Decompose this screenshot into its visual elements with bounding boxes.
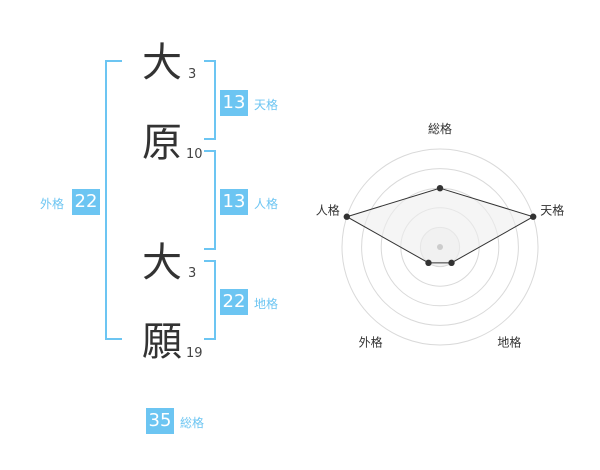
soukaku-label: 総格 [180, 416, 205, 430]
radar-ring [341, 148, 539, 346]
radar-polygon [345, 187, 535, 264]
jinkaku-value-badge: 13 [220, 189, 248, 215]
chikaku-label: 地格 [254, 297, 279, 311]
chikaku-value-badge: 22 [220, 289, 248, 315]
gaikaku-bracket-bottom [105, 338, 122, 340]
gaikaku-label: 外格 [40, 197, 65, 211]
name-char-4: 願 [142, 319, 182, 365]
tenkaku-bracket-bottom [204, 138, 216, 140]
radar-axis-label: 地格 [497, 334, 521, 349]
tenkaku-bracket-vertical [214, 60, 216, 140]
name-char-4-strokes: 19 [186, 346, 203, 361]
chikaku-bracket-bottom [204, 338, 216, 340]
jinkaku-label: 人格 [254, 197, 279, 211]
jinkaku-bracket-vertical [214, 150, 216, 250]
name-char-2-strokes: 10 [186, 147, 203, 162]
radar-point [425, 259, 432, 267]
jinkaku-bracket-top [204, 150, 216, 152]
jinkaku-bracket-bottom [204, 248, 216, 250]
name-char-3: 大 [142, 240, 182, 286]
radar-point [343, 213, 350, 220]
radar-point [436, 185, 444, 192]
gaikaku-bracket-vertical [105, 60, 107, 340]
radar-axis-label: 天格 [540, 203, 564, 218]
radar-point [530, 213, 537, 220]
gaikaku-value-badge: 22 [72, 189, 100, 215]
tenkaku-value-badge: 13 [220, 90, 248, 116]
radar-axis-label: 外格 [359, 334, 383, 349]
name-char-3-strokes: 3 [188, 266, 197, 281]
name-char-1: 大 [142, 40, 182, 86]
radar-axis-label: 人格 [316, 203, 340, 218]
chikaku-bracket-vertical [214, 260, 216, 340]
chikaku-bracket-top [204, 260, 216, 262]
radar-axis-label: 総格 [428, 121, 452, 136]
gaikaku-bracket-top [105, 60, 122, 62]
radar-ring [361, 168, 519, 326]
soukaku-value-badge: 35 [146, 408, 174, 434]
radar-center-dot [437, 244, 443, 250]
name-char-1-strokes: 3 [188, 67, 197, 82]
radar-point [448, 259, 455, 267]
radar-points [343, 185, 537, 267]
tenkaku-label: 天格 [254, 98, 279, 112]
name-char-2: 原 [142, 120, 182, 166]
tenkaku-bracket-top [204, 60, 216, 62]
